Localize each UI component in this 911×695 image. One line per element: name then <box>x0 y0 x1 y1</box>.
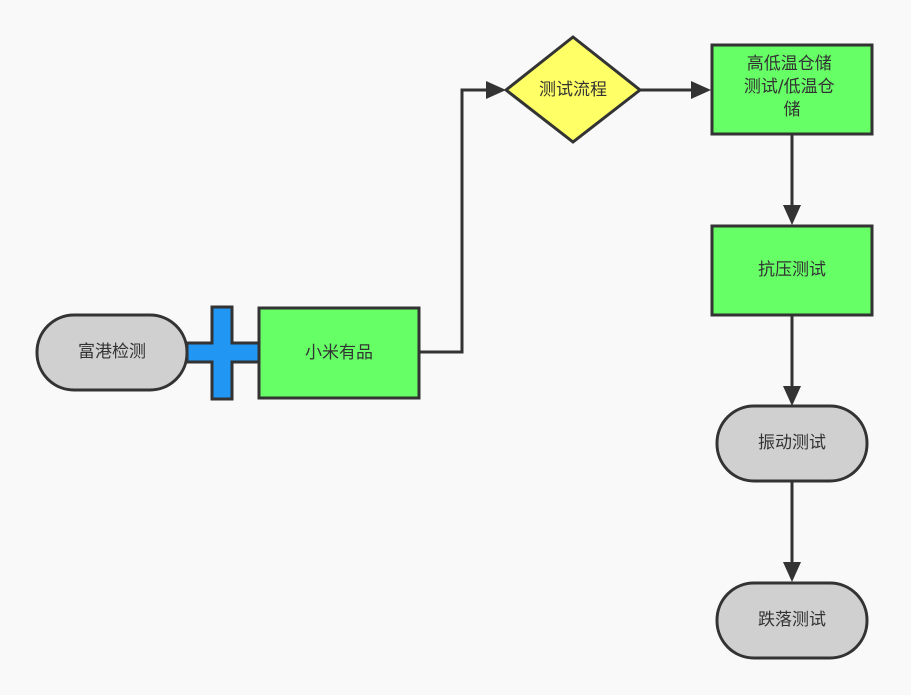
node-temperature-label: 高低温仓储 测试/低温仓 储 <box>744 54 840 120</box>
process-shape <box>710 224 874 317</box>
arrowhead-vibration-to-drop <box>783 562 801 582</box>
node-plus-connector[interactable] <box>185 305 261 401</box>
decision-shape <box>503 35 643 144</box>
label-line-2: 测试/低温仓 <box>744 77 835 97</box>
terminal-shape <box>715 581 869 660</box>
label-line-3: 储 <box>784 100 801 120</box>
node-decision-label: 测试流程 <box>539 80 607 100</box>
process-shape <box>257 306 421 400</box>
node-drop-label: 跌落测试 <box>758 610 826 630</box>
edge-xiaomi-to-decision[interactable] <box>420 88 490 354</box>
node-vibration-label: 振动测试 <box>758 433 826 453</box>
process-shape <box>710 43 874 136</box>
arrowhead-temp-to-pressure <box>783 205 801 225</box>
plus-connector-shape <box>185 305 261 401</box>
node-fugang[interactable]: 富港检测 <box>35 313 189 392</box>
node-decision[interactable]: 测试流程 <box>503 35 643 144</box>
node-pressure-test[interactable]: 抗压测试 <box>710 224 874 317</box>
label-line-1: 高低温仓储 <box>747 54 832 74</box>
node-vibration-test[interactable]: 振动测试 <box>715 404 869 483</box>
node-fugang-label: 富港检测 <box>78 342 146 362</box>
node-drop-test[interactable]: 跌落测试 <box>715 581 869 660</box>
node-temperature-storage[interactable]: 高低温仓储 测试/低温仓 储 <box>710 43 874 136</box>
terminal-shape <box>715 404 869 483</box>
node-xiaomi-label: 小米有品 <box>305 343 373 363</box>
arrowhead-decision-to-temp <box>691 81 711 99</box>
arrowhead-pressure-to-vibration <box>783 386 801 406</box>
node-xiaomi[interactable]: 小米有品 <box>257 306 421 400</box>
arrowhead-xiaomi-to-decision <box>486 81 506 99</box>
node-pressure-label: 抗压测试 <box>758 260 826 280</box>
